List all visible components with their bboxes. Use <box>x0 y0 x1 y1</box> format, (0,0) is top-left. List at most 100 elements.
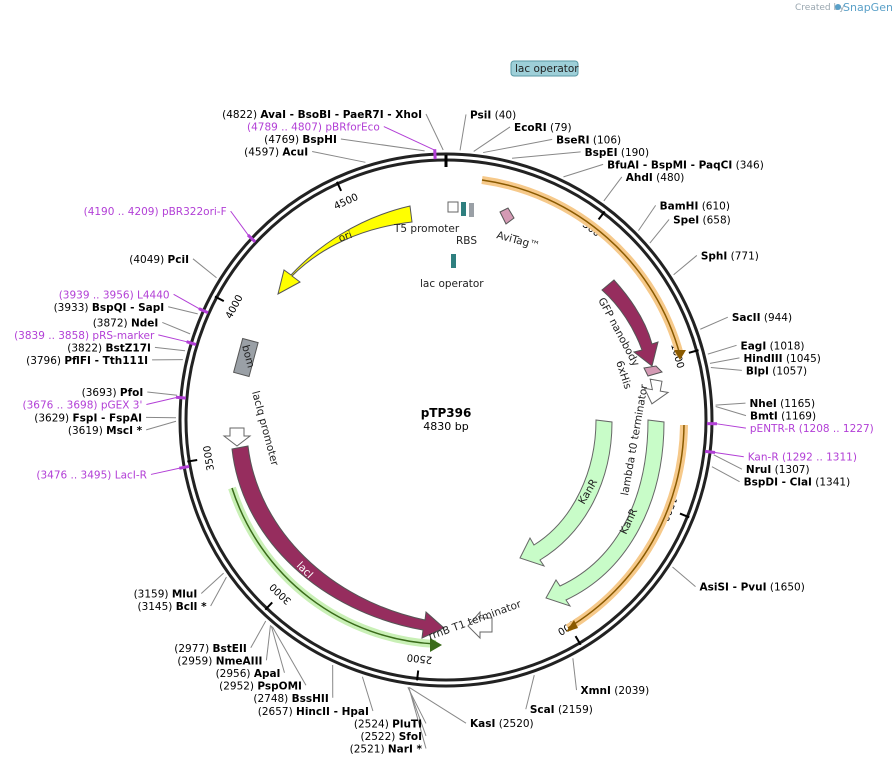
enzyme-site-label: (2956) ApaI <box>216 668 281 680</box>
enzyme-leader-line <box>250 620 267 649</box>
enzyme-leader-line <box>312 151 366 163</box>
tick-mark <box>264 601 273 611</box>
lacI-cds-arc <box>231 487 437 645</box>
avitag-feature <box>499 207 515 225</box>
enzyme-site-label: BspDI - ClaI (1341) <box>744 477 851 489</box>
feature-arc-2-head <box>566 620 578 632</box>
enzyme-site-label: (3145) BclI * <box>137 601 207 613</box>
enzyme-leader-line <box>512 151 581 159</box>
enzyme-site-label: (3693) PfoI <box>82 387 144 399</box>
enzyme-site-label: NruI (1307) <box>746 464 810 476</box>
enzyme-leader-line <box>525 675 535 710</box>
enzyme-leader-line <box>270 625 285 673</box>
enzyme-leader-line <box>603 176 623 202</box>
credit-text: Created by <box>795 3 845 13</box>
tick-label: 2500 <box>406 651 433 665</box>
rrnB-terminator-arrow <box>467 610 493 640</box>
enzyme-leader-line <box>707 344 737 355</box>
enzyme-site-label: BlpI (1057) <box>746 365 807 377</box>
primer-leader-line <box>230 210 250 237</box>
tick-mark <box>416 670 420 681</box>
enzyme-leader-line <box>168 306 198 315</box>
tick-mark <box>336 181 343 192</box>
enzyme-leader-line <box>563 163 604 178</box>
enzyme-leader-line <box>361 676 374 712</box>
kanR-feature-2 <box>545 419 665 607</box>
primer-label: pENTR-R (1208 .. 1227) <box>750 423 874 435</box>
enzyme-site-label: HindIII (1045) <box>743 353 820 365</box>
enzyme-site-label: SpeI (658) <box>673 214 731 226</box>
lacI-feature <box>231 445 445 639</box>
enzyme-leader-line <box>147 391 178 396</box>
lac-operator-inner-feature <box>451 254 456 268</box>
brand-text: SnapGene <box>843 1 892 14</box>
enzyme-site-label: BspEI (190) <box>585 147 649 159</box>
primer-leader-line <box>173 293 201 310</box>
feature-arc-1 <box>481 179 681 356</box>
lac-operator-top-feature <box>461 202 466 216</box>
enzyme-leader-line <box>200 572 224 594</box>
primer-marker <box>433 149 437 160</box>
primer-label: Kan-R (1292 .. 1311) <box>748 452 857 464</box>
bom-feature <box>233 337 259 378</box>
enzyme-leader-line <box>673 255 698 276</box>
rrnB-terminator-label: rrnB T1 terminator <box>427 598 524 643</box>
enzyme-site-label: (4597) AcuI <box>244 147 308 159</box>
enzyme-leader-line <box>483 138 553 154</box>
primer-marker <box>246 233 257 243</box>
enzyme-site-label: (3619) MscI * <box>68 425 143 437</box>
leader-lines <box>146 113 747 749</box>
enzyme-leader-line <box>713 454 743 470</box>
enzyme-leader-line <box>146 420 177 431</box>
enzyme-site-label: BseRI (106) <box>556 134 621 146</box>
primer-label: (4190 .. 4209) pBR322ori-F <box>84 206 227 218</box>
lac-operator-top-label: lac operator <box>515 63 579 75</box>
enzyme-site-label: (3629) FspI - FspAI <box>34 412 142 424</box>
enzyme-site-label: BfuAI - BspMI - PaqCI (346) <box>607 159 764 171</box>
enzyme-leader-line <box>572 658 578 691</box>
enzyme-site-label: SacII (944) <box>732 312 792 324</box>
enzyme-site-label: AhdI (480) <box>626 172 685 184</box>
tick-mark <box>597 210 606 221</box>
lacI-cds-head <box>430 638 442 652</box>
enzyme-leader-line <box>162 321 191 335</box>
primer-leader-line <box>715 423 746 429</box>
enzyme-leader-line <box>710 366 742 371</box>
enzyme-leader-line <box>154 346 186 352</box>
gfp-nanobody-feature <box>601 279 659 367</box>
ori-feature <box>277 205 413 295</box>
enzyme-site-label: XmnI (2039) <box>581 685 650 697</box>
enzyme-site-label: BamHI (610) <box>660 200 730 212</box>
enzyme-site-label: (2521) NarI * <box>350 743 423 755</box>
enzyme-leader-line <box>700 316 729 330</box>
primer-marker <box>706 422 717 426</box>
enzyme-site-label: (2522) SfoI <box>360 731 422 743</box>
enzyme-leader-line <box>271 626 307 686</box>
enzyme-leader-line <box>473 126 511 152</box>
enzyme-site-label: (4822) AvaI - BsoBI - PaeR7I - XhoI <box>222 109 422 121</box>
primer-marker <box>704 449 716 455</box>
tick-mark <box>574 635 582 646</box>
primer-label: (4789 .. 4807) pBRforEco <box>247 122 380 134</box>
enzyme-site-label: (4049) PciI <box>129 254 189 266</box>
tick-mark <box>214 295 225 303</box>
enzyme-leader-line <box>459 114 467 151</box>
primer-leader-line <box>383 126 435 151</box>
enzyme-site-label: EcoRI (79) <box>514 122 572 134</box>
enzyme-site-label: (3822) BstZ17I <box>67 342 151 354</box>
enzyme-site-label: BmtI (1169) <box>750 411 816 423</box>
enzyme-leader-line <box>408 687 427 749</box>
tick-mark <box>679 512 690 519</box>
primer-label: (3939 .. 3956) L4440 <box>59 289 170 301</box>
feature-arc-1-head <box>674 350 686 360</box>
tick-mark <box>688 349 699 354</box>
primer-marker <box>198 307 209 315</box>
enzyme-site-label: (2952) PspOMI <box>219 680 302 692</box>
enzyme-site-label: NheI (1165) <box>750 398 816 410</box>
enzyme-leader-line <box>265 625 271 661</box>
enzyme-site-label: AsiSI - PvuI (1650) <box>700 582 805 594</box>
primer-leader-line <box>713 451 744 458</box>
enzyme-site-label: (3796) PflFI - Tth111I <box>26 355 148 367</box>
enzyme-site-label: (2959) NmeAIII <box>177 655 262 667</box>
